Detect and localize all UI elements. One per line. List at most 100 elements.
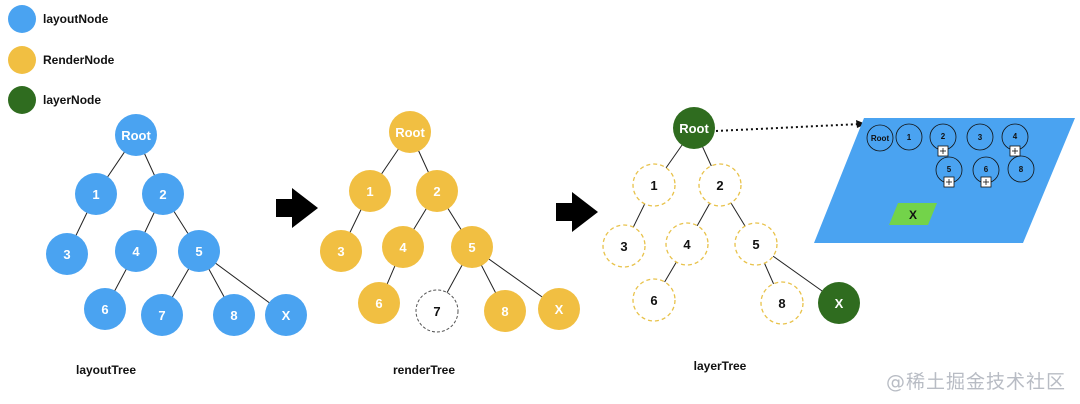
legend-swatch-layer xyxy=(8,86,36,114)
node-label: 2 xyxy=(159,187,166,202)
legend-label-layout: layoutNode xyxy=(43,12,109,26)
layout-node-2: 2 xyxy=(142,173,184,215)
node-label: 2 xyxy=(433,184,440,199)
node-label: 8 xyxy=(230,308,237,323)
arrowhead-icon xyxy=(856,120,866,128)
render-node-5: 5 xyxy=(451,226,493,268)
node-label: 4 xyxy=(132,244,140,259)
legend-item-layer: layerNode xyxy=(8,86,101,114)
node-label: 6 xyxy=(375,296,382,311)
node-label: 1 xyxy=(366,184,373,199)
node-label: 5 xyxy=(195,244,202,259)
layer-x-label: X xyxy=(909,208,917,222)
render-node-root: Root xyxy=(389,111,431,153)
layer-link-dotted xyxy=(715,123,861,132)
panel-node-label: 1 xyxy=(907,133,912,142)
layout-node-1: 1 xyxy=(75,173,117,215)
layer-node-root: Root xyxy=(673,107,715,149)
render-tree: Root 1 2 3 4 5 6 7 8 X renderTree xyxy=(320,111,580,377)
render-node-2: 2 xyxy=(416,170,458,212)
node-label: 3 xyxy=(620,239,627,254)
expand-icon xyxy=(980,176,992,188)
node-label: 7 xyxy=(158,308,165,323)
render-node-4: 4 xyxy=(382,226,424,268)
layout-tree-nodes: Root 1 2 3 4 5 6 7 8 X xyxy=(46,114,307,336)
render-node-3: 3 xyxy=(320,230,362,272)
expand-icon xyxy=(943,176,955,188)
panel-node-label: Root xyxy=(871,134,890,143)
node-label: 6 xyxy=(650,293,657,308)
panel-node-label: 2 xyxy=(941,132,946,141)
panel-node-3: 3 xyxy=(966,123,994,151)
layer-node-4: 4 xyxy=(665,222,709,266)
render-node-8: 8 xyxy=(484,290,526,332)
legend-swatch-layout xyxy=(8,5,36,33)
layer-tree-nodes: Root 1 2 3 4 5 6 8 X xyxy=(602,107,860,325)
expand-icons xyxy=(937,145,1021,188)
layer-tree-edges xyxy=(623,127,840,304)
layout-node-x: X xyxy=(265,294,307,336)
layout-tree: Root 1 2 3 4 5 6 7 8 X layoutTree xyxy=(46,114,307,377)
layout-tree-caption: layoutTree xyxy=(76,363,136,377)
node-label: 2 xyxy=(716,178,723,193)
layout-node-8: 8 xyxy=(213,294,255,336)
expand-icon xyxy=(1009,145,1021,157)
arrow-right-icon xyxy=(556,192,598,232)
node-label: 3 xyxy=(337,244,344,259)
panel-node-label: 6 xyxy=(984,165,989,174)
node-label: 4 xyxy=(399,240,407,255)
legend-swatch-render xyxy=(8,46,36,74)
layer-node-6: 6 xyxy=(632,278,676,322)
legend-item-render: RenderNode xyxy=(8,46,115,74)
expand-icon xyxy=(937,145,949,157)
arrow-right-icon xyxy=(276,188,318,228)
panel-node-1: 1 xyxy=(895,123,923,151)
node-label: 8 xyxy=(501,304,508,319)
node-label: 1 xyxy=(92,187,99,202)
layer-panel-nodes: Root 1 2 3 4 5 6 8 xyxy=(866,123,1035,184)
layer-tree-caption: layerTree xyxy=(694,359,747,373)
layout-node-root: Root xyxy=(115,114,157,156)
panel-node-8: 8 xyxy=(1007,155,1035,183)
node-label: X xyxy=(282,308,291,323)
panel-node-label: 3 xyxy=(978,133,983,142)
node-label: 3 xyxy=(63,247,70,262)
node-label: Root xyxy=(395,125,425,140)
layer-x-tile: X xyxy=(889,203,937,225)
layout-tree-edges xyxy=(66,134,287,316)
node-label: 1 xyxy=(650,178,657,193)
legend-item-layout: layoutNode xyxy=(8,5,109,33)
layout-node-4: 4 xyxy=(115,230,157,272)
render-node-7: 7 xyxy=(415,289,459,333)
layout-node-5: 5 xyxy=(178,230,220,272)
render-tree-nodes: Root 1 2 3 4 5 6 7 8 X xyxy=(320,111,580,333)
layout-node-3: 3 xyxy=(46,233,88,275)
render-node-6: 6 xyxy=(358,282,400,324)
layout-node-7: 7 xyxy=(141,294,183,336)
layer-panel: Root 1 2 3 4 5 6 8 X xyxy=(814,118,1075,243)
render-node-1: 1 xyxy=(349,170,391,212)
node-label: 4 xyxy=(683,237,691,252)
panel-node-label: 4 xyxy=(1013,132,1018,141)
legend-label-layer: layerNode xyxy=(43,93,101,107)
panel-node-label: 5 xyxy=(947,165,952,174)
layer-node-x: X xyxy=(818,282,860,324)
legend-label-render: RenderNode xyxy=(43,53,115,67)
render-tree-caption: renderTree xyxy=(393,363,455,377)
layout-node-6: 6 xyxy=(84,288,126,330)
layer-node-1: 1 xyxy=(632,163,676,207)
node-label: 5 xyxy=(468,240,475,255)
node-label: 6 xyxy=(101,302,108,317)
legend: layoutNode RenderNode layerNode xyxy=(8,5,115,114)
layer-node-8: 8 xyxy=(760,281,804,325)
layer-node-3: 3 xyxy=(602,224,646,268)
layer-node-2: 2 xyxy=(698,163,742,207)
node-label: X xyxy=(555,302,564,317)
node-label: Root xyxy=(679,121,709,136)
watermark: @稀土掘金技术社区 xyxy=(885,371,1066,393)
node-label: 8 xyxy=(778,296,785,311)
node-label: 7 xyxy=(433,304,440,319)
layer-tree: Root 1 2 3 4 5 6 8 X layerTree xyxy=(602,107,866,373)
node-label: X xyxy=(835,296,844,311)
